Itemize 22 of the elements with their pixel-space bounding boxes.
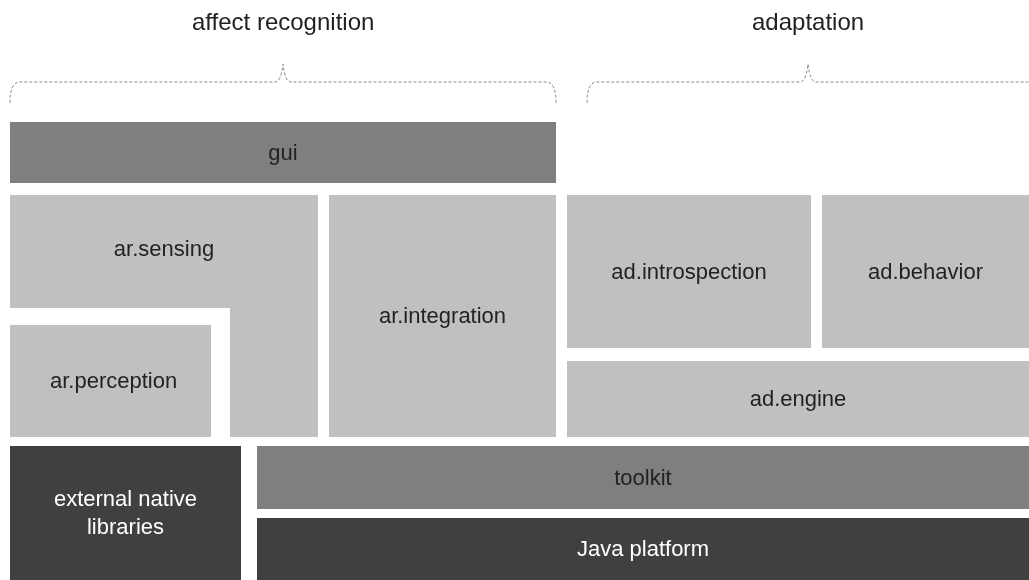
- block-label: ar.perception: [49, 367, 179, 395]
- layer-block: [10, 122, 556, 183]
- block-label: ar.integration: [377, 302, 508, 330]
- layer-block: [257, 446, 1029, 509]
- group-heading: adaptation: [752, 8, 865, 36]
- layer-block: [257, 518, 1029, 580]
- block-label: ar.sensing: [112, 235, 216, 263]
- layer-block: [567, 361, 1029, 437]
- layer-block: [10, 325, 211, 437]
- layer-block: [10, 446, 241, 580]
- l-shaped-block: [10, 195, 318, 437]
- layer-block: [567, 195, 811, 348]
- group-heading: affect recognition: [192, 8, 375, 36]
- block-label: ad.behavior: [867, 257, 984, 286]
- block-label: external native libraries: [52, 485, 199, 541]
- block-label: toolkit: [613, 463, 673, 492]
- block-label: gui: [267, 138, 299, 167]
- layer-block: [329, 195, 556, 437]
- block-label: ad.introspection: [610, 257, 768, 286]
- layer-block: [822, 195, 1029, 348]
- block-label: ad.engine: [748, 385, 848, 413]
- block-label: Java platform: [575, 535, 711, 563]
